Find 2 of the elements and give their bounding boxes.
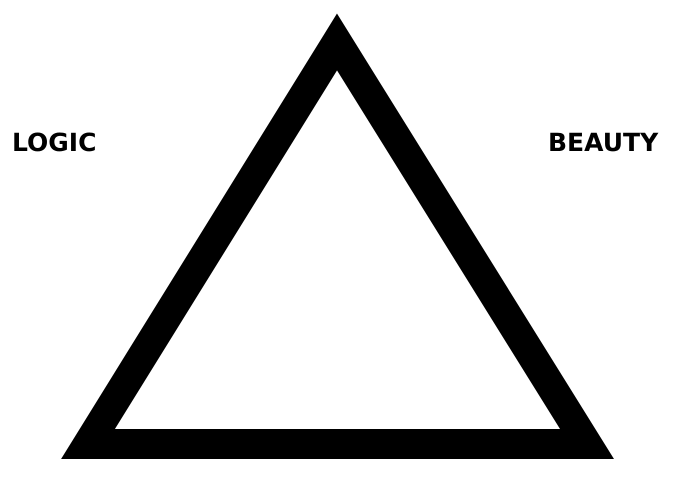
side-label: LOGIC: [12, 128, 96, 157]
side-label: BEAUTY: [548, 128, 658, 157]
